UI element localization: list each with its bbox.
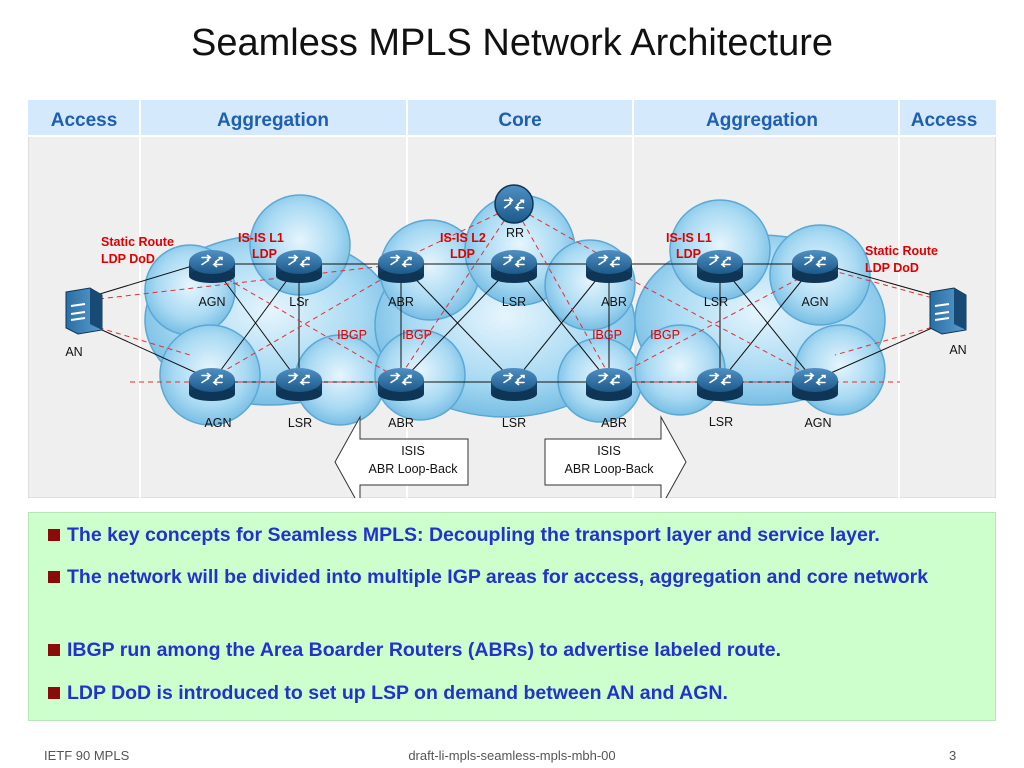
bullet-item: The network will be divided into multipl… <box>48 562 988 592</box>
node-label: LSr <box>289 295 308 309</box>
footer-page-number: 3 <box>949 748 957 763</box>
router-icon <box>378 368 424 401</box>
bullet-text: The key concepts for Seamless MPLS: Deco… <box>67 524 880 546</box>
router-icon <box>586 250 632 283</box>
ibgp-label: IBGP <box>402 328 432 342</box>
bullet-marker-icon <box>48 687 60 699</box>
router-icon <box>189 250 235 283</box>
bullet-marker-icon <box>48 571 60 583</box>
route-reflector-icon <box>494 184 534 224</box>
loopback-arrow-left <box>334 415 469 498</box>
column-header-aggregation-right: Aggregation <box>706 110 818 131</box>
loopback-right-line2: ABR Loop-Back <box>565 462 655 476</box>
annotation-ldp-core: LDP <box>450 247 475 261</box>
annotation-isis-l2: IS-IS L2 <box>440 231 486 245</box>
router-icon <box>792 250 838 283</box>
node-label: ABR <box>388 416 414 430</box>
annotation-ldp-right: LDP <box>676 247 701 261</box>
node-label-rr: RR <box>506 226 524 240</box>
bullet-item: The key concepts for Seamless MPLS: Deco… <box>48 520 988 550</box>
ibgp-label: IBGP <box>337 328 367 342</box>
annotation-static-route-left: Static Route <box>101 235 174 249</box>
node-label: ABR <box>601 295 627 309</box>
node-label: LSR <box>502 295 526 309</box>
routers <box>189 184 838 401</box>
ibgp-label: IBGP <box>650 328 680 342</box>
router-icon <box>792 368 838 401</box>
annotation-ldp-dod-left: LDP DoD <box>101 252 155 266</box>
loopback-arrow-right <box>544 415 687 498</box>
loopback-left-line2: ABR Loop-Back <box>369 462 459 476</box>
bullet-text: The network will be divided into multipl… <box>67 566 929 588</box>
router-icon <box>491 368 537 401</box>
bullet-item: IBGP run among the Area Boarder Routers … <box>48 635 988 665</box>
node-label: AGN <box>198 295 225 309</box>
router-icon <box>491 250 537 283</box>
key-points-box: The key concepts for Seamless MPLS: Deco… <box>28 512 996 721</box>
ibgp-dashed-links <box>89 205 941 383</box>
annotation-ldp-left: LDP <box>252 247 277 261</box>
annotation-isis-l1-right: IS-IS L1 <box>666 231 712 245</box>
footer-center: draft-li-mpls-seamless-mpls-mbh-00 <box>408 748 616 763</box>
bullet-marker-icon <box>48 644 60 656</box>
node-label: AGN <box>204 416 231 430</box>
router-icon <box>276 368 322 401</box>
column-header-core: Core <box>498 110 541 131</box>
node-label: LSR <box>704 295 728 309</box>
access-node-left-icon <box>65 287 103 335</box>
router-icon <box>697 250 743 283</box>
bullet-text: LDP DoD is introduced to set up LSP on d… <box>67 682 728 704</box>
node-label-an-left: AN <box>65 345 82 359</box>
router-icon <box>697 368 743 401</box>
annotation-isis-l1-left: IS-IS L1 <box>238 231 284 245</box>
node-label: AGN <box>801 295 828 309</box>
access-node-right-icon <box>929 287 967 335</box>
loopback-right-line1: ISIS <box>597 444 621 458</box>
core-cloud <box>374 194 643 423</box>
router-icon <box>189 368 235 401</box>
bullet-text: IBGP run among the Area Boarder Routers … <box>67 639 782 661</box>
annotation-static-route-right: Static Route <box>865 244 938 258</box>
annotation-ldp-dod-right: LDP DoD <box>865 261 919 275</box>
router-icon <box>586 368 632 401</box>
column-header-aggregation-left: Aggregation <box>217 110 329 131</box>
node-label: ABR <box>601 416 627 430</box>
column-header-access-right: Access <box>911 110 978 131</box>
slide-title: Seamless MPLS Network Architecture <box>190 22 833 64</box>
node-label: LSR <box>288 416 312 430</box>
router-icon <box>378 250 424 283</box>
ibgp-label: IBGP <box>592 328 622 342</box>
bullet-marker-icon <box>48 529 60 541</box>
router-icon <box>276 250 322 283</box>
node-label: AGN <box>804 416 831 430</box>
column-header-access-left: Access <box>51 110 118 131</box>
loopback-left-line1: ISIS <box>401 444 425 458</box>
bullet-item: LDP DoD is introduced to set up LSP on d… <box>48 678 988 708</box>
footer-left: IETF 90 MPLS <box>44 748 130 763</box>
node-label: LSR <box>502 416 526 430</box>
network-diagram: Access Aggregation Core Aggregation Acce… <box>28 100 996 498</box>
node-label: ABR <box>388 295 414 309</box>
node-label: LSR <box>709 415 733 429</box>
node-label-an-right: AN <box>949 343 966 357</box>
